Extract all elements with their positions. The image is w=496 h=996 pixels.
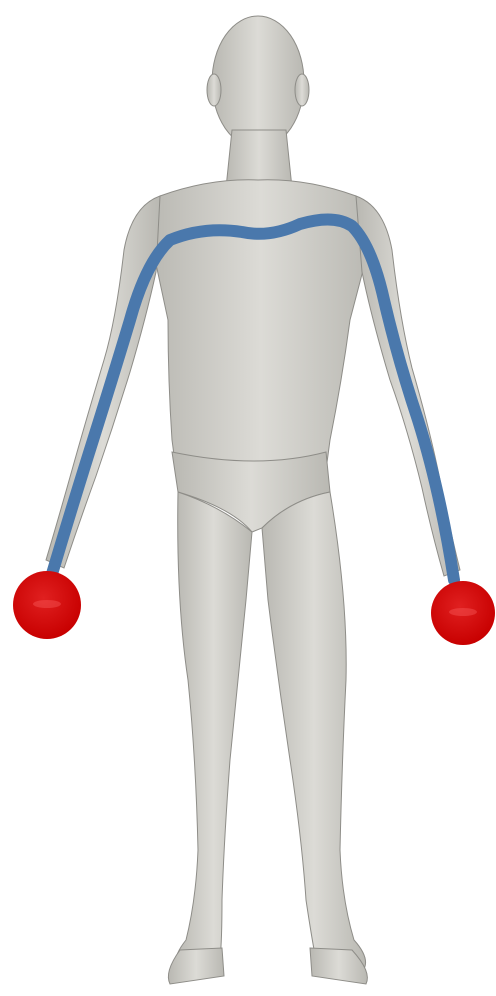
left-ear [207,74,221,106]
left-foot [168,948,224,984]
right-leg [262,492,366,972]
neck [226,130,292,188]
body-mesh [46,16,460,984]
right-endpoint-highlight [449,608,477,616]
left-leg [175,492,252,972]
head [212,16,304,148]
left-endpoint-highlight [33,600,61,608]
right-ear [295,74,309,106]
left-arm [46,196,160,568]
